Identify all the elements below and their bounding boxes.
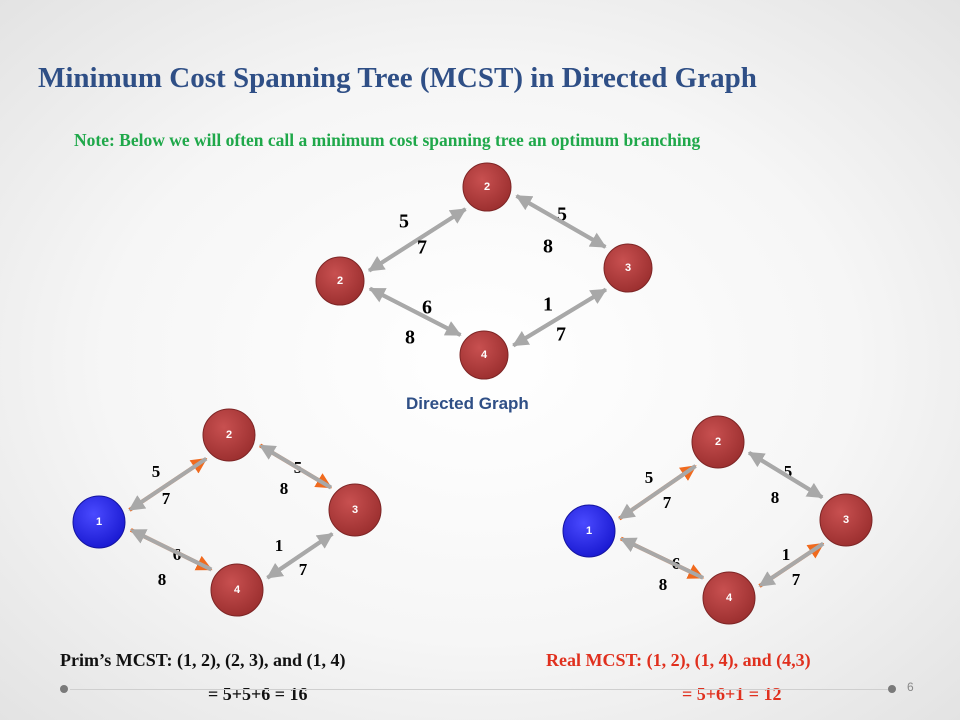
graph-real: 575868171234 <box>562 415 873 625</box>
node-label: 3 <box>352 504 358 516</box>
edge-weight-label: 1 <box>782 545 791 564</box>
edge-weight-label: 5 <box>152 462 161 481</box>
edge-prim-right-to-bottom <box>266 532 334 579</box>
edge-real-top-to-left <box>618 464 697 520</box>
edge-weight-label: 5 <box>399 211 409 233</box>
node-real-right <box>819 493 873 547</box>
edge-top-right-to-bottom <box>512 287 607 347</box>
node-prim-right <box>328 483 382 537</box>
footer-divider <box>70 689 888 690</box>
edge-weight-label: 8 <box>771 488 780 507</box>
node-real-top <box>691 415 745 469</box>
node-label: 2 <box>484 181 490 193</box>
footer-dot-left <box>60 685 68 693</box>
edge-real-right-to-top <box>747 452 824 500</box>
page-number: 6 <box>907 680 914 694</box>
edge-weight-label: 7 <box>792 570 801 589</box>
edge-prim-bottom-to-left <box>129 528 213 572</box>
edge-real-bottom-to-left <box>619 537 705 580</box>
node-label: 4 <box>481 349 488 361</box>
node-top-top <box>462 162 512 212</box>
node-label: 2 <box>715 436 721 448</box>
edge-weight-label: 1 <box>543 294 553 316</box>
node-prim-top <box>202 408 256 462</box>
edge-prim-top-to-left <box>128 456 208 511</box>
prim-mcst-sum: = 5+5+6 = 16 <box>208 684 308 704</box>
prim-mcst-text: Prim’s MCST: (1, 2), (2, 3), and (1, 4) <box>60 650 346 670</box>
edge-real-right-to-bottom <box>758 541 825 587</box>
edge-weight-label: 7 <box>556 324 566 346</box>
edge-weight-label: 8 <box>405 327 415 349</box>
graph-prim: 575868171234 <box>72 408 382 617</box>
node-label: 2 <box>337 275 343 287</box>
edge-prim-right-to-top <box>259 444 333 490</box>
real-mcst-text: Real MCST: (1, 2), (1, 4), and (4,3) <box>546 650 811 670</box>
edge-weight-label: 7 <box>162 489 171 508</box>
node-top-right <box>603 243 653 293</box>
edge-weight-label: 8 <box>280 479 289 498</box>
edge-weight-label: 5 <box>645 468 654 487</box>
note-text: Note: Below we will often call a minimum… <box>74 130 701 150</box>
edge-weight-label: 7 <box>299 560 308 579</box>
edge-weight-label: 1 <box>275 536 284 555</box>
node-top-left <box>315 256 365 306</box>
footer-dot-right <box>888 685 896 693</box>
graph-caption: Directed Graph <box>406 394 529 413</box>
node-label: 2 <box>226 429 232 441</box>
edge-weight-label: 5 <box>784 462 793 481</box>
edge-weight-label: 8 <box>659 575 668 594</box>
node-label: 4 <box>234 584 241 596</box>
edge-weight-label: 8 <box>158 570 167 589</box>
node-label: 3 <box>843 514 849 526</box>
page-title: Minimum Cost Spanning Tree (MCST) in Dir… <box>38 62 757 94</box>
node-top-bottom <box>459 330 509 380</box>
node-prim-left <box>72 495 126 549</box>
edge-top-bottom-to-left <box>368 287 462 337</box>
node-real-left <box>562 504 616 558</box>
node-label: 3 <box>625 262 631 274</box>
edge-weight-label: 7 <box>417 237 427 259</box>
node-label: 4 <box>726 592 733 604</box>
node-label: 1 <box>96 516 102 528</box>
edge-top-right-to-top <box>515 195 607 249</box>
real-mcst-sum: = 5+6+1 = 12 <box>682 684 782 704</box>
edge-top-top-to-left <box>368 207 467 272</box>
node-real-bottom <box>702 571 756 625</box>
edge-weight-label: 8 <box>543 236 553 258</box>
edge-weight-label: 5 <box>557 204 567 226</box>
edge-weight-label: 7 <box>663 493 672 512</box>
edge-weight-label: 6 <box>422 297 432 319</box>
node-label: 1 <box>586 525 592 537</box>
node-prim-bottom <box>210 563 264 617</box>
